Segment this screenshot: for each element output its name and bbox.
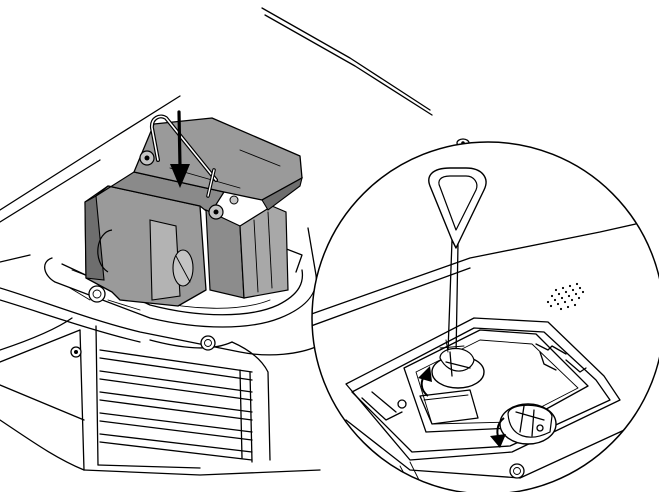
- screw-icon: [509, 463, 525, 479]
- vent-grille: [99, 349, 253, 463]
- down-arrow-icon: [170, 110, 190, 188]
- dot-grid-icon: [546, 282, 585, 311]
- lamp-module: [84, 114, 303, 307]
- detail-inset: [311, 141, 659, 492]
- screw-icon: [88, 285, 106, 303]
- screw-icon: [200, 335, 216, 351]
- lamp-compartment: [44, 227, 317, 328]
- projector-body: [0, 7, 470, 476]
- curved-arrow-icon: [490, 417, 506, 448]
- curved-arrow-icon: [418, 366, 432, 397]
- screw-icon: [431, 339, 485, 389]
- screw-icon: [499, 403, 557, 445]
- lamp-handle: [428, 167, 487, 357]
